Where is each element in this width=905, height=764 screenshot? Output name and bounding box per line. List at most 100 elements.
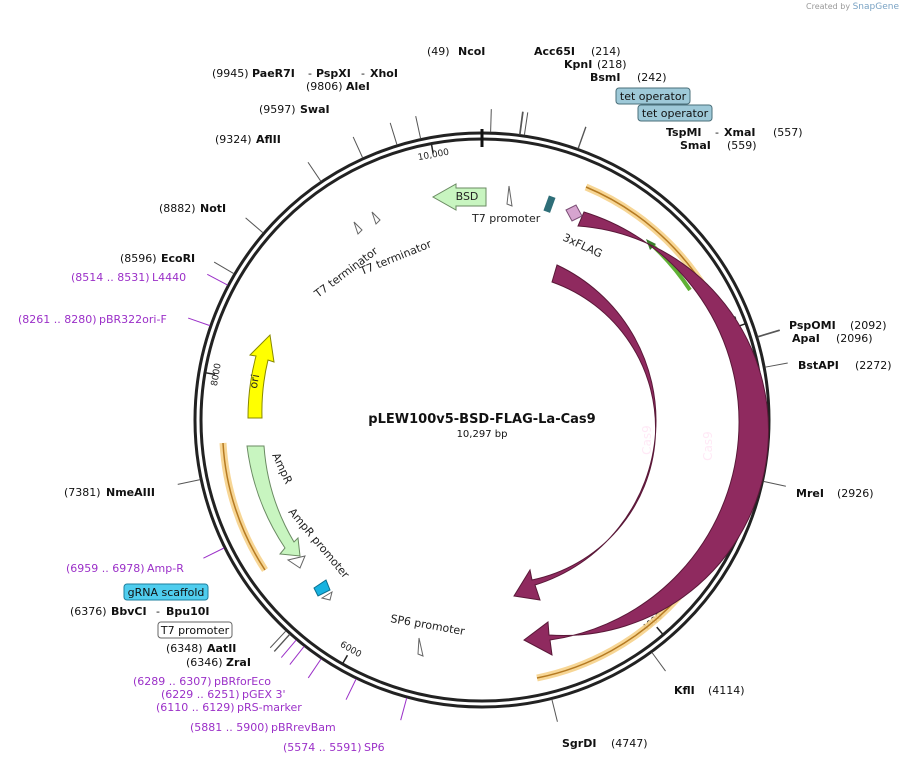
primer-pbr322ori-range: (8261 .. 8280): [18, 313, 97, 326]
site-leader-line: [269, 630, 287, 649]
primer-pgex3-range: (6229 .. 6251): [161, 688, 240, 701]
site-leader-line: [577, 126, 587, 149]
site-apai-name: ApaI: [792, 332, 820, 345]
cas9-inner-label: Cas9: [640, 425, 654, 455]
site-leader-line: [245, 217, 264, 234]
tet-operator-marker: [543, 195, 556, 213]
site-leader-line: [757, 330, 780, 338]
site-leader-line: [273, 633, 290, 652]
site-tspmi-name: TspMI: [666, 126, 702, 139]
site-kfli-pos: (4114): [708, 684, 745, 697]
primer-leader-line: [307, 658, 322, 679]
tick-label: 8000: [210, 362, 224, 387]
site-tspmi-pos: (557): [773, 126, 803, 139]
primers: (8514 .. 8531)L4440 (8261 .. 8280)pBR322…: [18, 271, 385, 754]
site-leader-line: [519, 111, 524, 135]
primer-pbr322ori-name: pBR322ori-F: [99, 313, 167, 326]
site-aatii-pos: (6348): [166, 642, 203, 655]
site-swai: (9597)SwaI: [259, 103, 330, 116]
sp6-promoter-label: SP6 promoter: [389, 612, 466, 638]
primer-pbrrevbam-name: pBRrevBam: [271, 721, 336, 734]
grna-arrow: [313, 579, 331, 597]
site-bsmi-pos: (242): [637, 71, 667, 84]
site-acc65i: Acc65I(214): [534, 45, 621, 58]
site-smai-pos: (559): [727, 139, 757, 152]
site-leader-line: [415, 116, 422, 139]
site-leader-line: [177, 479, 201, 485]
site-nmeaiii-pos: (7381): [64, 486, 101, 499]
site-bstapi: BstAPI (2272): [798, 359, 892, 372]
site-leader-line: [519, 111, 523, 135]
plasmid-title: pLEW100v5-BSD-FLAG-La-Cas9 10,297 bp: [368, 412, 595, 440]
site-leader-line: [490, 109, 492, 133]
site-leader-line: [352, 136, 364, 159]
primer-prsmarker-range: (6110 .. 6129): [156, 701, 235, 714]
site-swai-pos: (9597): [259, 103, 296, 116]
site-leader-line: [651, 652, 666, 672]
primer-leader-line: [400, 697, 408, 721]
site-smai: SmaI(559): [680, 139, 757, 152]
site-sgrdi-pos: (4747): [611, 737, 648, 750]
site-mrei-pos: (2926): [837, 487, 874, 500]
site-leader-line: [213, 261, 235, 275]
plasmid-size: 10,297 bp: [457, 429, 508, 440]
site-bbvci: (6376)BbvCI-Bpu10I: [70, 605, 210, 618]
site-noti-name: NotI: [200, 202, 226, 215]
site-kpni: KpnI(218): [564, 58, 627, 71]
primer-ampr: (6959 .. 6978)Amp-R: [66, 562, 184, 575]
tick-mark: [430, 143, 434, 154]
site-tspmi-sep: -: [715, 126, 719, 139]
site-leader-line: [763, 480, 786, 487]
site-leader-line: [765, 362, 788, 368]
site-ecori-name: EcoRI: [161, 252, 195, 265]
primer-pbrrevbam-range: (5881 .. 5900): [190, 721, 269, 734]
site-zrai-pos: (6346): [186, 656, 223, 669]
site-apai-pos: (2096): [836, 332, 873, 345]
primer-leader-line: [203, 547, 225, 559]
primer-sp6-name: SP6: [364, 741, 385, 754]
primer-pbr322ori: (8261 .. 8280)pBR322ori-F: [18, 313, 167, 326]
tick-mark: [204, 371, 215, 376]
site-mrei-name: MreI: [796, 487, 824, 500]
t7-promoter-box-label: T7 promoter: [160, 624, 230, 637]
site-paer7i-sep2: -: [361, 67, 365, 80]
site-noti: (8882) NotI: [159, 202, 226, 215]
site-paer7i: (9945)PaeR7I-PspXI-XhoI: [212, 67, 398, 80]
ampr-arrow: [246, 445, 301, 557]
site-alei-pos: (9806): [306, 80, 343, 93]
site-bbvci-name: BbvCI: [111, 605, 147, 618]
cas9-features: Cas9 Cas9: [513, 211, 769, 656]
tick-mark: [341, 654, 349, 665]
site-alei-name: AleI: [346, 80, 370, 93]
site-noti-pos: (8882): [159, 202, 196, 215]
t7-promoter-label: T7 promoter: [471, 212, 541, 225]
la-arc-arrowhead: [646, 239, 656, 250]
t7-terminator-1-arrow: [353, 221, 363, 235]
tet-operator-box-1: [615, 87, 691, 105]
site-bstapi-name: BstAPI: [798, 359, 839, 372]
site-leader-line: [523, 112, 529, 136]
site-apai: ApaI (2096): [792, 332, 873, 345]
sp6-promoter-arrow: [417, 637, 424, 657]
site-ncoi: (49)NcoI: [427, 45, 485, 58]
ori-label: ori: [247, 373, 262, 389]
site-aatii: (6348)AatII: [166, 642, 236, 655]
primer-sp6-range: (5574 .. 5591): [283, 741, 362, 754]
site-bsmi: BsmI(242): [590, 71, 667, 84]
site-bpu10i-name: Bpu10I: [166, 605, 210, 618]
credit-prefix: Created by: [806, 2, 851, 11]
ampr-arc-line: [222, 442, 266, 571]
primer-prsmarker-name: pRS-marker: [237, 701, 302, 714]
cas9-outer-label: Cas9: [701, 431, 715, 461]
primer-sp6: (5574 .. 5591)SP6: [283, 741, 385, 754]
site-aflii: (9324)AflII: [215, 133, 281, 146]
site-bstapi-pos: (2272): [855, 359, 892, 372]
flag-arrow: [565, 204, 583, 222]
primer-leader-line: [188, 317, 211, 327]
primer-pgex3: (6229 .. 6251)pGEX 3': [161, 688, 286, 701]
grna-scaffold-label: gRNA scaffold: [128, 586, 205, 599]
cas9-outer-arrow: [523, 211, 769, 656]
snapgene-credit: Created by SnapGene: [806, 2, 899, 12]
site-kfli: KflI(4114): [674, 684, 745, 697]
